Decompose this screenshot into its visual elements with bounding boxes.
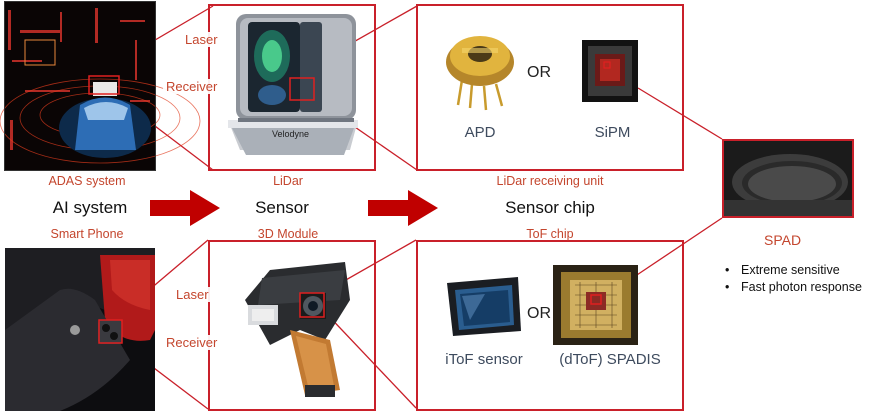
adas-system-label: ADAS system [48,174,126,188]
3d-module-panel [208,240,376,411]
spad-bullets: Extreme sensitive Fast photon response [725,262,862,296]
velodyne-brand: Velodyne [272,129,310,139]
arrow-2 [368,190,438,226]
sensor-label: Sensor [255,198,309,217]
spad-panel [722,139,854,218]
tof-chip-label: ToF chip [526,227,574,241]
velodyne-lidar-device-image [228,14,358,155]
smart-phone-label: Smart Phone [50,227,124,241]
tof-chip-panel [416,240,684,411]
lidar-receiving-unit-label: LiDar receiving unit [496,174,604,188]
dtof-spadis-label: (dToF) SPADIS [559,351,661,368]
lidar-label: LiDar [273,174,303,188]
spad-micrograph-image [724,141,852,216]
or-bottom: OR [527,305,551,322]
sipm-label: SiPM [594,124,631,141]
adas-image-frame [4,1,156,171]
apd-photodiode-image [446,36,514,111]
apd-label: APD [464,124,496,141]
module-laser-callout: Laser [173,287,212,302]
sipm-chip-image [582,40,638,102]
itof-sensor-label: iToF sensor [445,351,523,368]
itof-sensor-image [447,277,521,336]
adas-lidar-pointcloud-image [0,2,201,170]
dtof-spadis-chip-image [553,265,638,345]
arrow-1 [150,190,220,226]
ai-system-label: AI system [52,198,128,217]
lidar-receiver-callout: Receiver [163,79,221,94]
module-receiver-callout: Receiver [163,335,221,350]
smartphone-image [5,248,155,411]
spad-label: SPAD [764,232,802,248]
3d-module-pcb-image [245,262,350,397]
lidar-panel [208,4,376,171]
bullet-fast-photon-response: Fast photon response [725,279,862,296]
3d-module-label: 3D Module [257,227,319,241]
sensor-chip-label: Sensor chip [505,198,595,217]
bullet-extreme-sensitive: Extreme sensitive [725,262,862,279]
or-top: OR [527,64,551,81]
lidar-laser-callout: Laser [182,32,221,47]
lidar-receiving-unit-panel [416,4,684,171]
